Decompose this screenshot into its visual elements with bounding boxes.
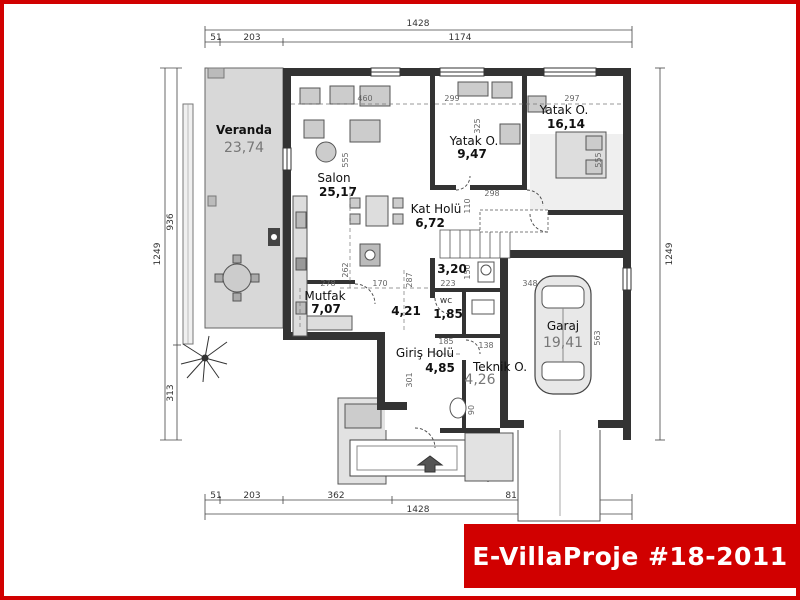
dim-top-total: 1428 — [407, 19, 430, 29]
bedroom-furniture — [457, 81, 607, 179]
dim-298: 298 — [484, 189, 499, 198]
room-area-hall-mid: 4,21 — [391, 304, 421, 318]
dim-top-c: 1174 — [449, 33, 472, 43]
dim-278: 278 — [320, 279, 335, 288]
room-area-garaj: 19,41 — [543, 335, 583, 351]
dim-110: 110 — [463, 198, 472, 213]
dim-bottom-a: 51 — [210, 491, 221, 501]
dim-555a: 555 — [341, 152, 350, 167]
room-area-kat-holu: 6,72 — [415, 216, 445, 230]
room-label-teknik: Teknik O. — [472, 360, 527, 374]
room-area-giris-holu: 4,85 — [425, 361, 455, 375]
dim-185: 185 — [438, 337, 453, 346]
room-area-teknik: 4,26 — [464, 372, 495, 388]
bathroom-fixtures — [449, 261, 495, 419]
dim-bottom-c: 362 — [327, 491, 344, 501]
veranda-area — [182, 67, 284, 345]
dim-299: 299 — [444, 94, 459, 103]
fireplace-icon — [268, 228, 280, 246]
project-title-banner: E-VillaProje #18-2011 — [464, 524, 796, 588]
garage-car-icon — [534, 275, 592, 395]
plant-icon — [180, 335, 228, 383]
room-area-hall-small: 3,20 — [437, 262, 467, 276]
dim-bottom-d: 812 — [505, 491, 522, 501]
floor-plan-drawing: 1428 51 203 1174 51 203 362 812 1428 124… — [153, 19, 675, 522]
dim-top-b: 203 — [243, 33, 260, 43]
room-label-yatak-1: Yatak O. — [449, 134, 499, 148]
room-area-salon: 25,17 — [319, 185, 357, 199]
staircase — [439, 209, 549, 259]
dim-555b: 555 — [594, 152, 603, 167]
room-label-veranda: Veranda — [216, 123, 272, 137]
dim-223: 223 — [440, 279, 455, 288]
room-area-mutfak: 7,07 — [311, 302, 341, 316]
room-label-kat-holu: Kat Holü — [411, 202, 462, 216]
door-swings — [354, 175, 549, 449]
dim-right-total: 1249 — [665, 242, 675, 265]
room-label-salon: Salon — [317, 171, 350, 185]
dim-287: 287 — [405, 272, 414, 287]
dim-348: 348 — [522, 279, 537, 288]
dimension-lines — [160, 26, 665, 520]
dim-138: 138 — [478, 341, 493, 350]
dim-left-total: 1249 — [153, 242, 163, 265]
dim-150: 150 — [463, 264, 472, 279]
room-label-wc: wc — [440, 296, 452, 306]
dim-301: 301 — [405, 372, 414, 387]
room-label-yatak-2: Yatak O. — [539, 103, 589, 117]
room-label-mutfak: Mutfak — [304, 289, 345, 303]
inner-dimensions: 460 299 297 325 555 555 298 110 262 278 … — [320, 94, 603, 415]
dim-325: 325 — [473, 118, 482, 133]
dim-top-a: 51 — [210, 33, 221, 43]
dim-90: 90 — [467, 405, 476, 415]
room-label-giris-holu: Giriş Holü — [396, 346, 454, 360]
dim-297: 297 — [564, 94, 579, 103]
dim-left-lower: 313 — [166, 384, 176, 401]
dim-bottom-total: 1428 — [407, 505, 430, 515]
dashed-lines — [291, 103, 623, 355]
dim-262: 262 — [341, 262, 350, 277]
dim-563: 563 — [593, 330, 602, 345]
kitchen-counter — [292, 195, 353, 337]
windows — [282, 67, 632, 291]
room-label-garaj: Garaj — [547, 319, 579, 333]
entrance-arrow-icon — [416, 455, 444, 473]
room-area-yatak-2: 16,14 — [547, 117, 585, 131]
room-area-veranda: 23,74 — [224, 140, 264, 156]
dim-460: 460 — [357, 94, 372, 103]
dim-left-upper: 936 — [166, 213, 176, 230]
floor-plan-canvas: 1428 51 203 1174 51 203 362 812 1428 124… — [4, 4, 796, 596]
room-area-wc: 1,85 — [433, 307, 463, 321]
dim-170: 170 — [372, 279, 387, 288]
salon-furniture — [299, 85, 404, 267]
room-area-yatak-1: 9,47 — [457, 147, 487, 161]
dim-bottom-b: 203 — [243, 491, 260, 501]
